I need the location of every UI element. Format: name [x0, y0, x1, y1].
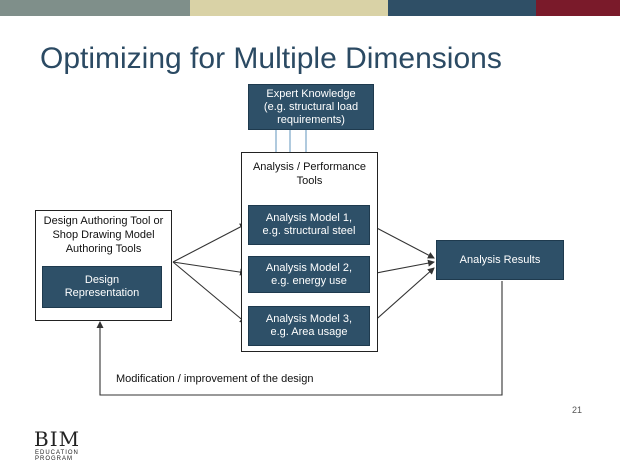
analysis-model-2: Analysis Model 2, e.g. energy use — [248, 256, 370, 293]
analysis-model-1: Analysis Model 1, e.g. structural steel — [248, 205, 370, 245]
slide-title: Optimizing for Multiple Dimensions — [40, 42, 502, 75]
design-authoring-label: Design Authoring Tool or Shop Drawing Mo… — [35, 214, 172, 256]
analysis-model-3: Analysis Model 3, e.g. Area usage — [248, 306, 370, 346]
expert-line-2: (e.g. structural load — [263, 100, 359, 113]
design-representation-box: Design Representation — [42, 266, 162, 308]
model1-to-results-arrow — [370, 224, 435, 259]
bim-logo-subtext-line-1: EDUCATION — [35, 450, 79, 456]
analysis-results-box: Analysis Results — [436, 240, 564, 280]
design-to-model2-arrow — [172, 261, 247, 276]
analysis-model-3-line-1: Analysis Model 3, — [265, 313, 353, 325]
model3-to-results-arrow — [370, 267, 435, 325]
analysis-tools-label-line-1: Analysis / Performance — [252, 161, 367, 173]
page-number: 21 — [572, 405, 583, 415]
analysis-model-2-line-2: e.g. energy use — [271, 274, 347, 287]
accent-bar-2 — [190, 0, 388, 16]
expert-knowledge-box: Expert Knowledge (e.g. structural load r… — [248, 84, 374, 130]
bim-logo-text: BIM — [34, 427, 81, 451]
design-authoring-label-line-3: Authoring Tools — [65, 243, 142, 255]
design-to-model3-arrow — [172, 261, 247, 324]
feedback-loop-arrow — [96, 281, 503, 396]
design-representation-line-1: Design — [84, 274, 120, 286]
model2-to-results-arrow — [370, 259, 435, 275]
bim-logo-subtext-line-2: PROGRAM — [35, 456, 74, 462]
design-authoring-label-line-1: Design Authoring Tool or — [43, 215, 164, 227]
bim-logo-subtext: EDUCATION PROGRAM — [35, 450, 79, 462]
accent-bar-1 — [0, 0, 190, 16]
analysis-tools-label: Analysis / Performance Tools — [241, 160, 378, 188]
design-authoring-label-line-2: Shop Drawing Model — [52, 229, 155, 241]
accent-bar-4 — [536, 0, 620, 16]
accent-bar-3 — [388, 0, 536, 16]
expert-line-3: requirements) — [277, 113, 345, 126]
analysis-results-label: Analysis Results — [459, 253, 541, 266]
analysis-model-1-line-1: Analysis Model 1, — [265, 212, 353, 224]
analysis-model-3-line-2: e.g. Area usage — [270, 326, 348, 338]
feedback-label: Modification / improvement of the design — [116, 373, 314, 385]
expert-line-1: Expert Knowledge — [266, 87, 356, 100]
design-representation-line-2: Representation — [64, 287, 140, 299]
design-to-model1-arrow — [172, 223, 247, 263]
analysis-model-1-line-2: e.g. structural steel — [262, 225, 356, 237]
analysis-model-2-line-1: Analysis Model 2, — [265, 261, 353, 274]
analysis-tools-label-line-2: Tools — [296, 175, 323, 187]
